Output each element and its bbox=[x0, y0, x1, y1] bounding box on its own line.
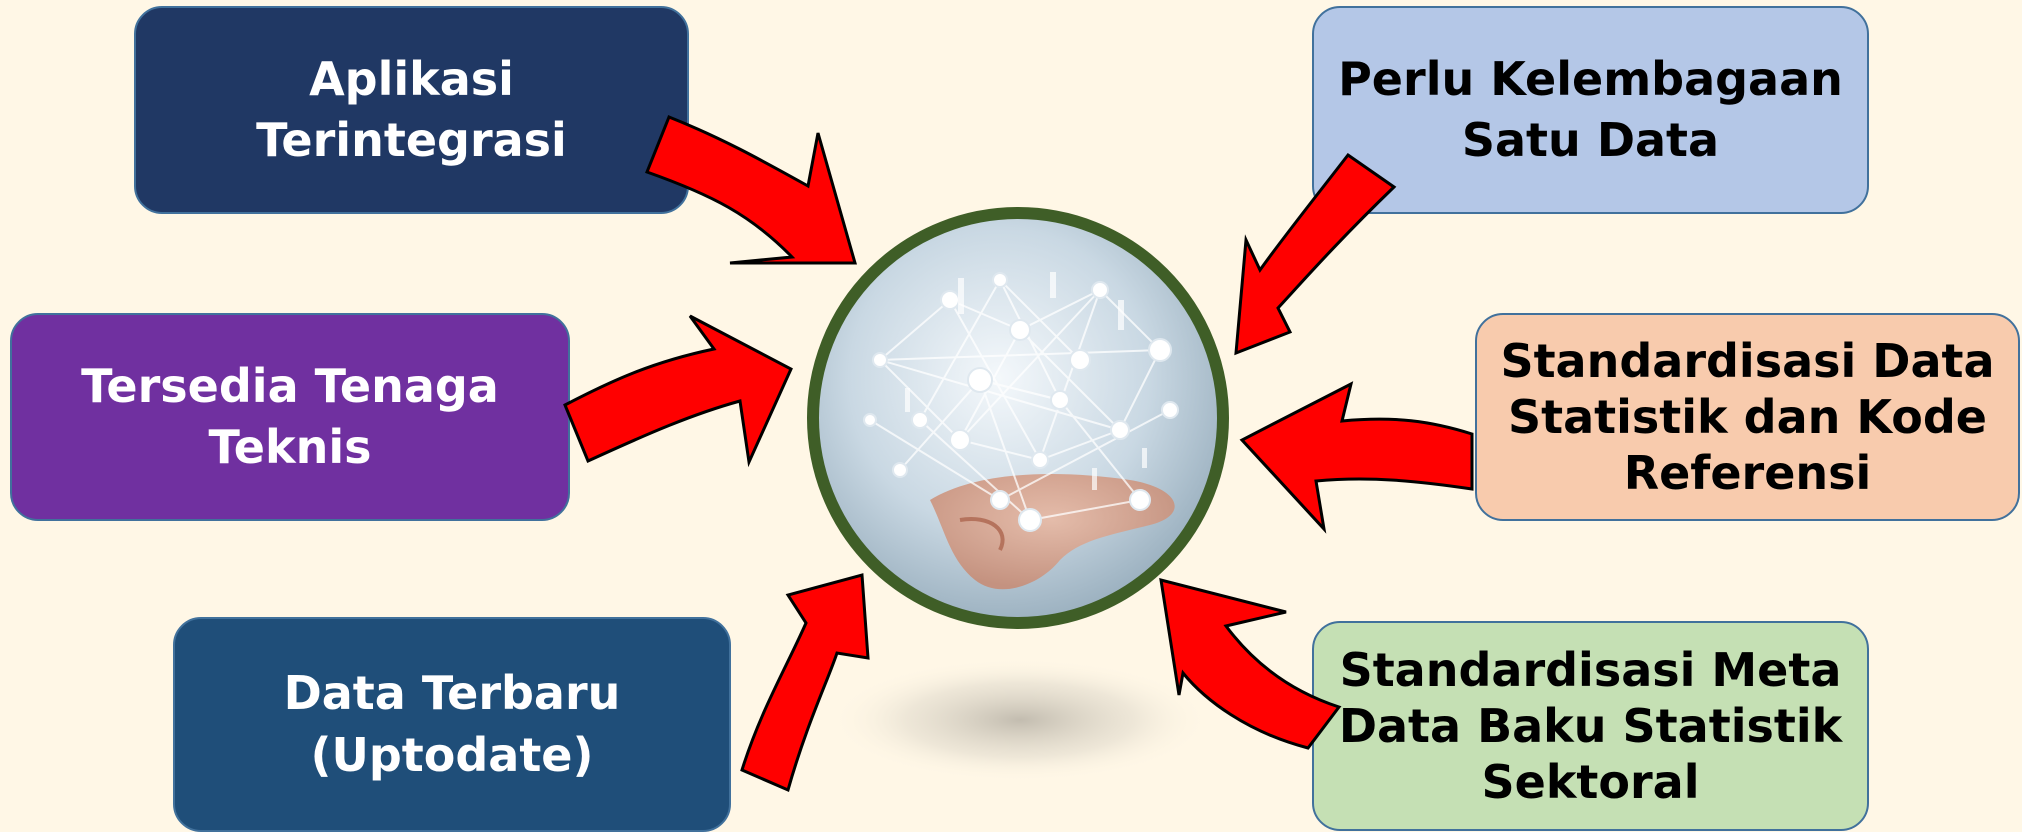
arrow-from-tenaga bbox=[565, 316, 791, 462]
arrow-from-terbaru bbox=[742, 575, 868, 790]
arrow-from-kelembagaan bbox=[1236, 155, 1394, 353]
circle-shadow bbox=[830, 658, 1210, 782]
arrow-from-aplikasi bbox=[647, 117, 855, 263]
arrow-from-standar-kode bbox=[1242, 384, 1472, 529]
